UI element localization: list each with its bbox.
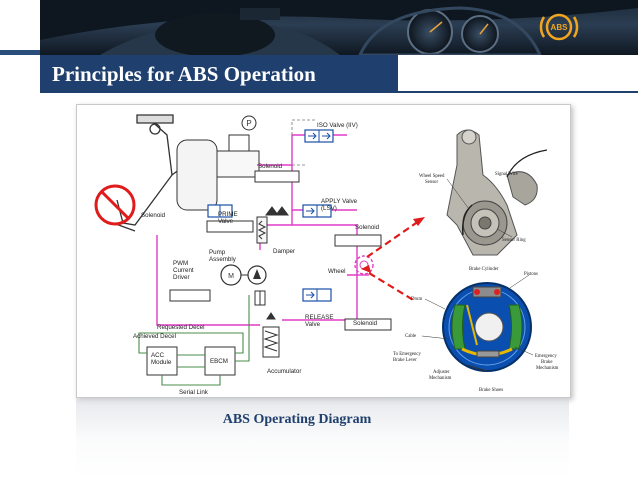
arrowheads bbox=[361, 217, 425, 273]
solenoid-top-label: Solenoid bbox=[258, 163, 283, 170]
solenoid-left-label: Solenoid bbox=[141, 212, 166, 219]
sensor-ring-label: Sensor Ring bbox=[502, 238, 526, 243]
header-dashboard-photo: ABS bbox=[40, 0, 638, 55]
iso-valve-label: ISO Valve (IIV) bbox=[317, 122, 358, 129]
no-symbol-icon bbox=[94, 184, 136, 226]
frame-reflection bbox=[76, 398, 569, 479]
pressure-gauge: P bbox=[241, 115, 257, 131]
cable-label: Cable bbox=[405, 334, 416, 339]
iso-valve bbox=[304, 129, 334, 143]
release-valve bbox=[302, 288, 332, 302]
solenoid-left-box bbox=[206, 220, 254, 233]
pressure-symbol: P bbox=[246, 119, 251, 128]
requested-decel-label: Requested Decel bbox=[157, 324, 204, 331]
left-strip bbox=[0, 0, 40, 50]
brake-labels: Brake Cylinder Pistons Drum Cable To Eme… bbox=[393, 267, 559, 393]
leader-arrows bbox=[366, 220, 420, 302]
diagram-frame: P bbox=[76, 104, 571, 398]
abs-diagram: P bbox=[94, 114, 559, 396]
title-bar: Principles for ABS Operation bbox=[40, 55, 398, 93]
abs-logo: ABS bbox=[537, 5, 581, 49]
abs-warning-icon: ABS bbox=[539, 13, 579, 41]
wheel-label: Wheel bbox=[328, 268, 346, 275]
apply-valve-label: APPLY Valve(LSV) bbox=[321, 198, 358, 212]
brake-shoes-label: Brake Shoes bbox=[479, 388, 503, 393]
slide-title: Principles for ABS Operation bbox=[52, 62, 316, 86]
achieved-decel-label: Achieved Decel bbox=[133, 333, 176, 340]
pistons-label: Pistons bbox=[524, 272, 538, 277]
master-cylinder bbox=[176, 134, 260, 211]
damper-label: Damper bbox=[273, 248, 295, 255]
caption-text: ABS Operating Diagram bbox=[222, 412, 372, 427]
signal-wires bbox=[138, 295, 250, 386]
accumulator bbox=[262, 312, 280, 358]
serial-link-label: Serial Link bbox=[179, 389, 209, 396]
solenoid-boxes bbox=[169, 170, 392, 331]
drum-label: Drum bbox=[411, 297, 422, 302]
accent-line bbox=[0, 50, 40, 55]
ebcm-box bbox=[204, 346, 236, 376]
pump-assembly: M bbox=[220, 264, 267, 286]
apply-valve bbox=[302, 204, 332, 218]
brake-cylinder-label: Brake Cylinder bbox=[469, 267, 499, 272]
abs-logo-text: ABS bbox=[551, 23, 569, 32]
wheel-speed-sensor-illustration bbox=[446, 129, 548, 256]
motor-symbol: M bbox=[228, 273, 234, 280]
diagram-caption: ABS Operating Diagram bbox=[0, 412, 570, 428]
ebcm-label: EBCM bbox=[210, 358, 228, 365]
signal-wire-label: Signal Wire bbox=[495, 172, 518, 177]
filter bbox=[254, 290, 266, 306]
solenoid-apply-label: Solenoid bbox=[355, 224, 380, 231]
dashboard-illustration bbox=[40, 0, 638, 55]
solenoid-release-label: Solenoid bbox=[353, 320, 378, 327]
prime-valve bbox=[207, 204, 233, 218]
accumulator-label: Accumulator bbox=[267, 368, 301, 375]
control-boxes bbox=[146, 346, 236, 376]
title-rule bbox=[398, 91, 638, 93]
damper bbox=[256, 206, 289, 244]
dashed-line bbox=[291, 119, 317, 166]
drum-brake-illustration bbox=[442, 282, 532, 372]
